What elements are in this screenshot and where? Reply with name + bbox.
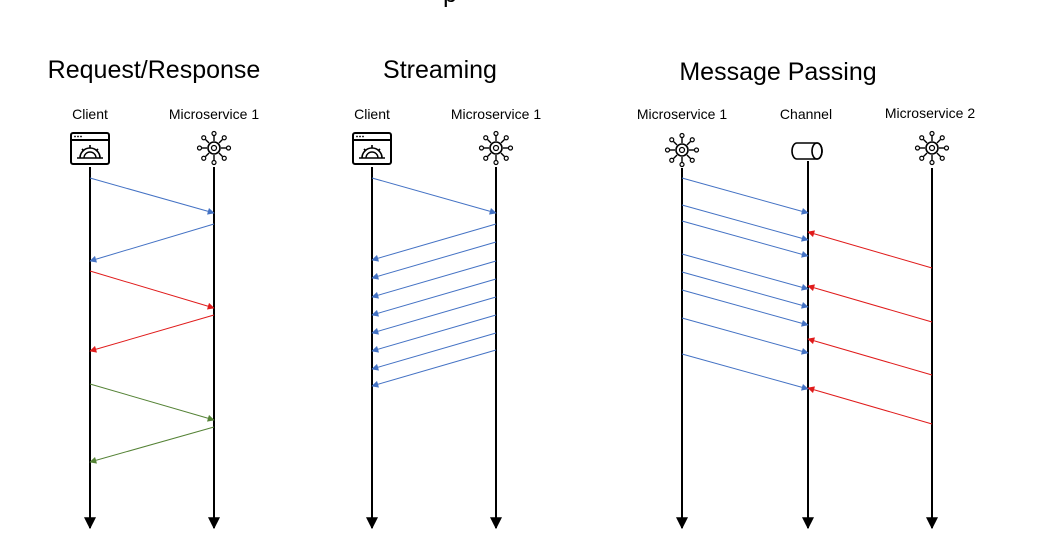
actor-label-microservice-1: Microservice 1 <box>168 106 260 122</box>
message-arrow <box>89 223 215 263</box>
stream-response-arrow <box>371 278 497 317</box>
actor-label-client: Client <box>72 106 108 122</box>
stream-response-arrow <box>371 296 497 335</box>
browser-gear-icon <box>352 132 392 165</box>
panel-title-streaming: Streaming <box>383 56 497 84</box>
stream-response-arrow <box>371 260 497 299</box>
actor-label-channel: Channel <box>779 106 833 122</box>
message-arrow <box>89 177 215 215</box>
publish-arrow <box>681 289 809 327</box>
top-cropped-title: p <box>443 0 457 9</box>
message-arrow <box>89 314 215 353</box>
consume-arrow <box>807 386 933 425</box>
request-arrow <box>371 177 497 215</box>
microservice-hub-icon <box>664 132 700 168</box>
panel-title-request-response: Request/Response <box>47 56 261 84</box>
consume-arrow <box>807 230 933 269</box>
publish-arrow <box>681 353 809 391</box>
actor-label-microservice-1: Microservice 1 <box>450 106 542 122</box>
stream-response-arrow <box>371 349 497 388</box>
stream-response-arrow <box>371 223 497 262</box>
publish-arrow <box>681 317 809 355</box>
actor-label-microservice-1: Microservice 1 <box>636 106 728 122</box>
consume-arrow <box>807 284 933 323</box>
stream-response-arrow <box>371 241 497 280</box>
microservice-hub-icon <box>196 130 232 166</box>
actor-label-client: Client <box>354 106 390 122</box>
consume-arrow <box>807 337 933 376</box>
publish-arrow <box>681 271 809 309</box>
panel-title-message-passing: Message Passing <box>679 58 877 86</box>
publish-arrow <box>681 177 809 215</box>
message-arrow <box>89 426 215 464</box>
microservice-hub-icon <box>478 130 514 166</box>
channel-cylinder-icon <box>791 142 823 160</box>
browser-gear-icon <box>70 132 110 165</box>
publish-arrow <box>681 204 809 242</box>
message-arrow <box>89 270 215 310</box>
microservice-hub-icon <box>914 130 950 166</box>
actor-label-microservice-2: Microservice 2 <box>884 105 976 121</box>
publish-arrow <box>681 220 809 258</box>
message-arrow <box>89 383 215 422</box>
stream-response-arrow <box>371 332 497 371</box>
publish-arrow <box>681 253 809 291</box>
stream-response-arrow <box>371 314 497 353</box>
